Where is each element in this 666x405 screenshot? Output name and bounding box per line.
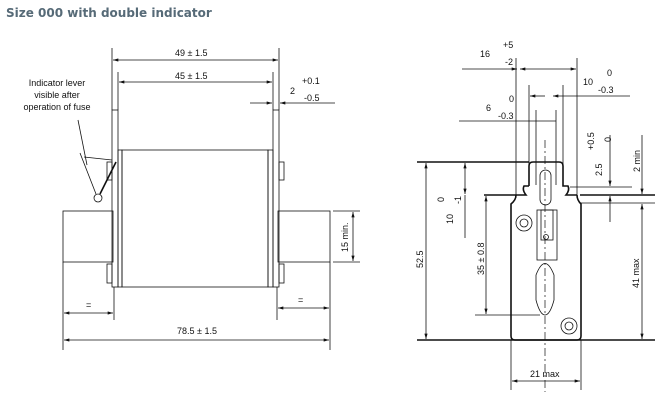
dim-equal-left: = [86,300,91,310]
indicator-note-line: visible after [34,90,80,100]
dim-41max-label: 41 max [631,258,641,288]
drawing-line [79,152,97,195]
drawing-line [99,161,117,195]
drawing-line [93,193,103,203]
side-view: 49 ± 1.5 45 ± 1.5 2 +0.1 -0.5 Indicator … [23,48,360,350]
drawing-line [267,149,274,288]
indicator-note-line: Indicator lever [29,78,86,88]
drawing-line [83,156,113,161]
dim-21max-label: 21 max [530,369,560,379]
lower-slot [535,263,555,316]
contact-head [528,161,577,196]
dim-25-lower: 0 [603,137,613,142]
dim-10-upper: 0 [607,68,612,78]
dim-10v-upper: 0 [436,197,446,202]
fuse-body [121,149,269,288]
screw-bottom [560,317,578,335]
drawing-line [278,263,285,284]
indicator-lever [79,152,117,203]
screw-top [515,214,533,232]
knife-blade-right [277,210,331,263]
dim-525-label: 52.5 [415,250,425,268]
dim-plate-label: 2 [290,86,295,96]
dim-6-lower: -0.3 [498,111,514,121]
dim-15min-label: 15 min. [340,222,350,252]
page-title: Size 000 with double indicator [6,6,212,20]
dim-10v-lower: -1 [453,196,463,204]
dim-16-lower: -2 [505,57,513,67]
drawing-line [543,234,549,240]
drawing-line [484,185,529,196]
dim-25-label: 2.5 [594,163,604,176]
dim-78-label: 78.5 ± 1.5 [177,326,217,336]
dim-plate-upper: +0.1 [302,76,320,86]
knife-blade-left [62,210,114,263]
dim-equal-right: = [298,295,303,305]
drawing-line [77,119,88,166]
dim-25-upper: +0.5 [586,132,596,150]
dim-49-label: 49 ± 1.5 [175,48,207,58]
dim-2min-label: 2 min [632,150,642,172]
drawing-line [564,321,574,331]
dim-plate-lower: -0.5 [304,93,320,103]
dim-16-label: 16 [480,49,490,59]
drawing-line [106,263,113,284]
dim-6-label: 6 [486,103,491,113]
drawing-line [278,161,285,181]
drawing-line [540,209,554,241]
front-view: 16 +5 -2 10 0 -0.3 6 0 -0.3 [415,40,655,392]
dim-35-label: 35 ± 0.8 [476,243,486,275]
dim-10-lower: -0.3 [598,85,614,95]
dim-10-label: 10 [583,77,593,87]
dim-10v-label: 10 [445,214,455,224]
dim-16-upper: +5 [503,40,513,50]
upper-slot [539,169,552,206]
dim-45-label: 45 ± 1.5 [175,71,207,81]
drawing-line [519,218,529,228]
indicator-note-line: operation of fuse [23,102,90,112]
drawing-line [117,149,123,288]
dim-6-upper: 0 [509,94,514,104]
